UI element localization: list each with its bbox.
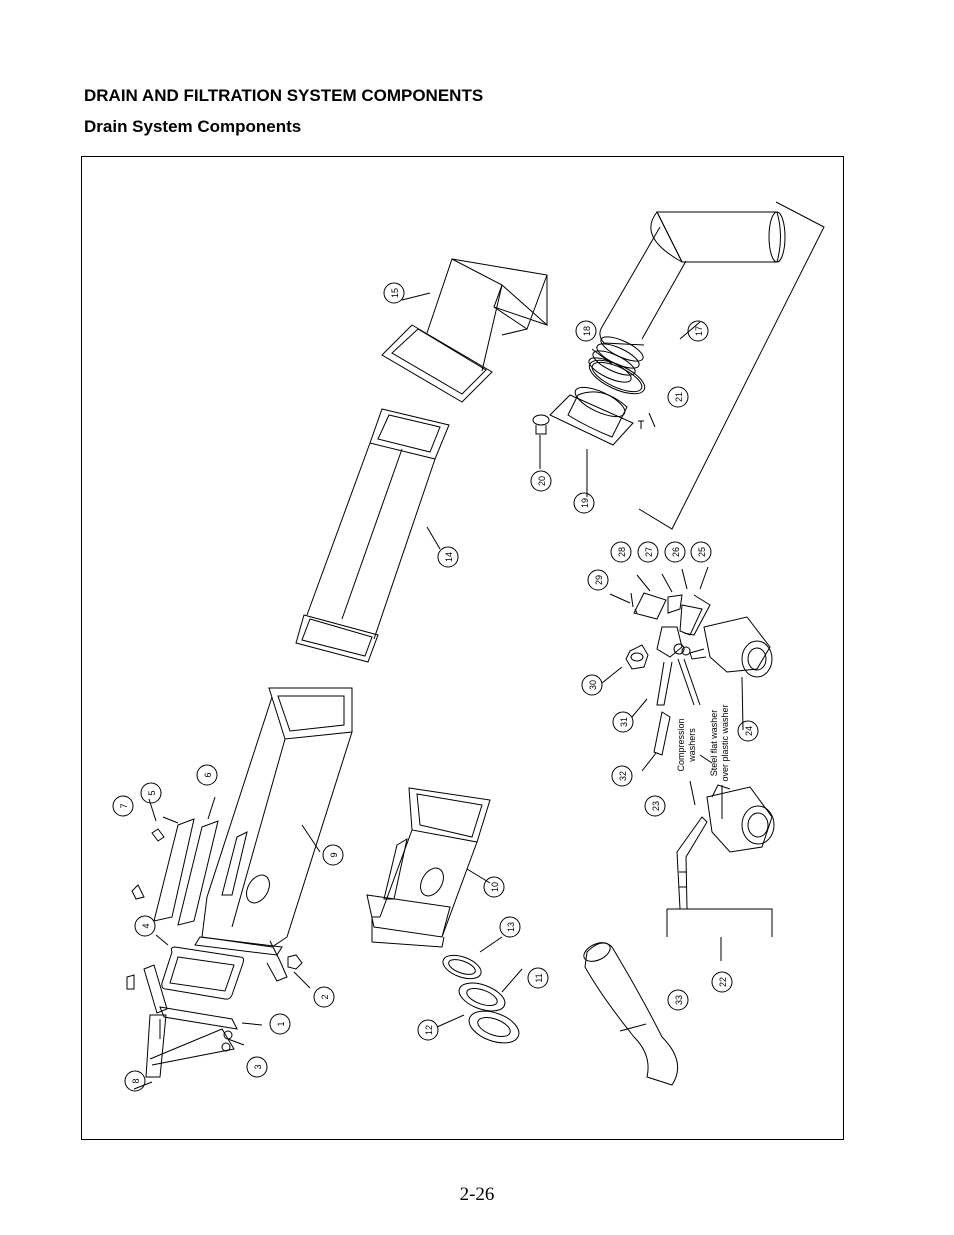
svg-text:21: 21 <box>674 392 684 402</box>
callout-21: 21 <box>667 386 689 408</box>
svg-text:33: 33 <box>674 995 684 1005</box>
callout-32: 32 <box>611 765 633 787</box>
callout-5: 5 <box>140 782 162 804</box>
svg-text:9: 9 <box>329 852 339 857</box>
svg-text:11: 11 <box>534 973 544 982</box>
svg-text:29: 29 <box>594 575 604 585</box>
callout-20: 20 <box>530 470 552 492</box>
svg-text:12: 12 <box>424 1025 434 1035</box>
svg-text:8: 8 <box>131 1078 141 1083</box>
svg-text:28: 28 <box>617 547 627 557</box>
svg-text:27: 27 <box>644 547 654 557</box>
exploded-parts-diagram: 15 17 18 21 20 19 14 29 28 27 26 25 30 3… <box>112 201 825 1092</box>
part-18-o-ring <box>588 359 646 395</box>
part-15-drain-box <box>381 258 548 403</box>
svg-text:14: 14 <box>444 552 454 562</box>
svg-text:Steel flat washer: Steel flat washer <box>709 710 719 777</box>
note-compression-washers: Compression washers <box>676 718 697 771</box>
callout-9: 9 <box>322 844 344 866</box>
svg-text:17: 17 <box>694 326 704 336</box>
svg-text:25: 25 <box>697 547 707 557</box>
subsection-title: Drain System Components <box>84 117 302 136</box>
parts-1-2-3-8-bracket <box>126 940 303 1078</box>
part-17-filter-tube <box>588 201 825 530</box>
callout-7: 7 <box>112 795 134 817</box>
svg-text:30: 30 <box>588 680 598 690</box>
svg-text:washers: washers <box>687 728 697 763</box>
callout-12: 12 <box>417 1019 439 1041</box>
part-9-main-drain-box <box>194 687 353 956</box>
callout-24: 24 <box>737 720 759 742</box>
callout-26: 26 <box>664 541 686 563</box>
svg-text:2: 2 <box>320 994 330 999</box>
svg-text:31: 31 <box>619 717 629 727</box>
callout-4: 4 <box>134 915 156 937</box>
svg-text:over plastic washer: over plastic washer <box>720 704 730 781</box>
parts-11-12-13-rings <box>442 954 520 1044</box>
part-20-knob <box>532 414 550 435</box>
section-title: DRAIN AND FILTRATION SYSTEM COMPONENTS <box>84 86 484 105</box>
svg-text:26: 26 <box>671 547 681 557</box>
note-steel-flat-washer: Steel flat washer over plastic washer <box>709 704 730 781</box>
callout-17: 17 <box>687 320 709 342</box>
svg-text:15: 15 <box>390 288 400 298</box>
svg-text:5: 5 <box>147 790 157 795</box>
part-19-flange <box>549 386 634 446</box>
svg-text:20: 20 <box>537 476 547 486</box>
diagram-frame: 15 17 18 21 20 19 14 29 28 27 26 25 30 3… <box>81 156 844 1140</box>
callout-15: 15 <box>383 282 405 304</box>
callout-22: 22 <box>711 971 733 993</box>
callout-23: 23 <box>644 795 666 817</box>
part-4-gasket <box>161 946 245 1000</box>
svg-text:19: 19 <box>580 498 590 508</box>
svg-text:32: 32 <box>618 771 628 781</box>
svg-text:23: 23 <box>651 801 661 811</box>
callout-29: 29 <box>587 569 609 591</box>
svg-text:1: 1 <box>276 1021 286 1026</box>
svg-text:Compression: Compression <box>676 718 686 771</box>
part-10-drain-box <box>366 787 491 948</box>
part-14-square-tube <box>295 408 450 663</box>
callout-14: 14 <box>437 546 459 568</box>
part-24-valve-body <box>689 616 773 678</box>
callout-6: 6 <box>196 764 218 786</box>
callout-31: 31 <box>612 711 634 733</box>
svg-text:10: 10 <box>490 882 500 892</box>
part-33-bent-pipe <box>583 942 679 1086</box>
callout-13: 13 <box>499 916 521 938</box>
callout-11: 11 <box>527 967 549 989</box>
svg-text:18: 18 <box>582 326 592 336</box>
page-number: 2-26 <box>459 1184 495 1205</box>
svg-text:3: 3 <box>253 1064 263 1069</box>
svg-text:4: 4 <box>141 923 151 928</box>
parts-5-6-7-cover <box>131 818 219 926</box>
svg-text:13: 13 <box>506 922 516 932</box>
callout-8: 8 <box>124 1070 146 1092</box>
callout-18: 18 <box>575 320 597 342</box>
part-23-ball-valve <box>666 784 775 937</box>
svg-text:22: 22 <box>718 977 728 987</box>
parts-25-32-valve-hardware <box>625 592 711 756</box>
callout-10: 10 <box>483 876 505 898</box>
part-21-screw <box>638 420 644 429</box>
svg-text:24: 24 <box>744 726 754 736</box>
callout-1: 1 <box>269 1013 291 1035</box>
callout-28: 28 <box>610 541 632 563</box>
callout-2: 2 <box>313 986 335 1008</box>
callout-33: 33 <box>667 989 689 1011</box>
callout-19: 19 <box>573 492 595 514</box>
callout-27: 27 <box>637 541 659 563</box>
callout-25: 25 <box>690 541 712 563</box>
svg-text:7: 7 <box>119 803 129 808</box>
callout-3: 3 <box>246 1056 268 1078</box>
callout-30: 30 <box>581 674 603 696</box>
svg-text:6: 6 <box>203 772 213 777</box>
leader-lines <box>133 292 744 1090</box>
